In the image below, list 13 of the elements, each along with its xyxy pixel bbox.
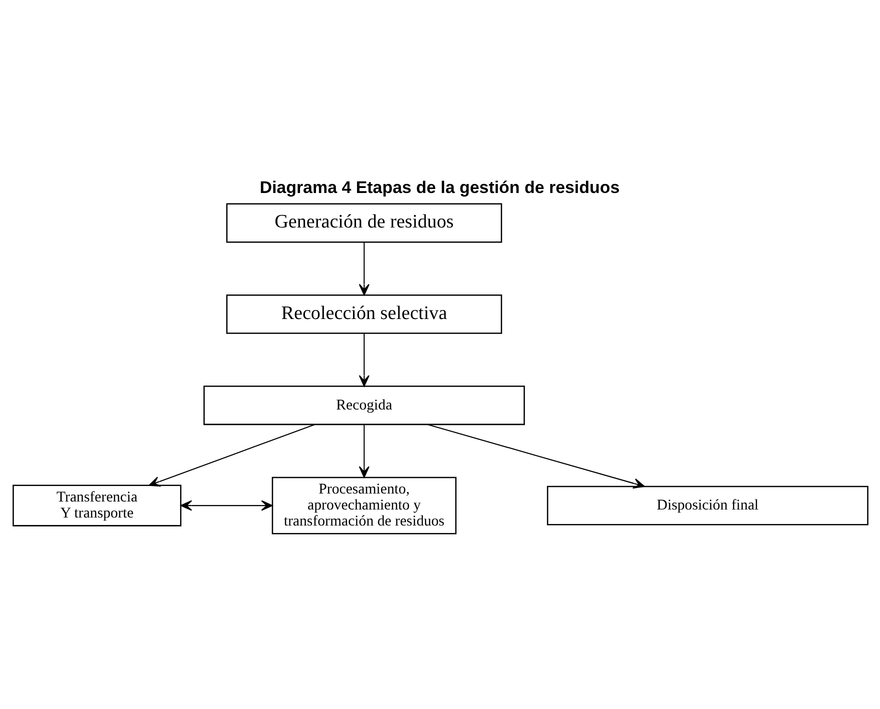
arrow xyxy=(358,242,369,296)
arrow xyxy=(358,333,369,386)
arrow xyxy=(148,424,315,486)
diagram-title: Diagrama 4 Etapas de la gestión de residuos xyxy=(259,178,620,197)
node-box: Generación de residuos xyxy=(226,202,502,242)
node-box: Procesamiento, aprovechamiento y transformación de residuos xyxy=(271,476,456,534)
arrow xyxy=(426,424,644,488)
arrow xyxy=(180,500,272,510)
node-box: Disposición final xyxy=(546,485,868,525)
node-box: Transferencia Y transporte xyxy=(12,484,181,526)
node-box: Recolección selectiva xyxy=(226,294,502,334)
node-box: Recogida xyxy=(202,385,524,425)
arrow xyxy=(358,424,369,478)
